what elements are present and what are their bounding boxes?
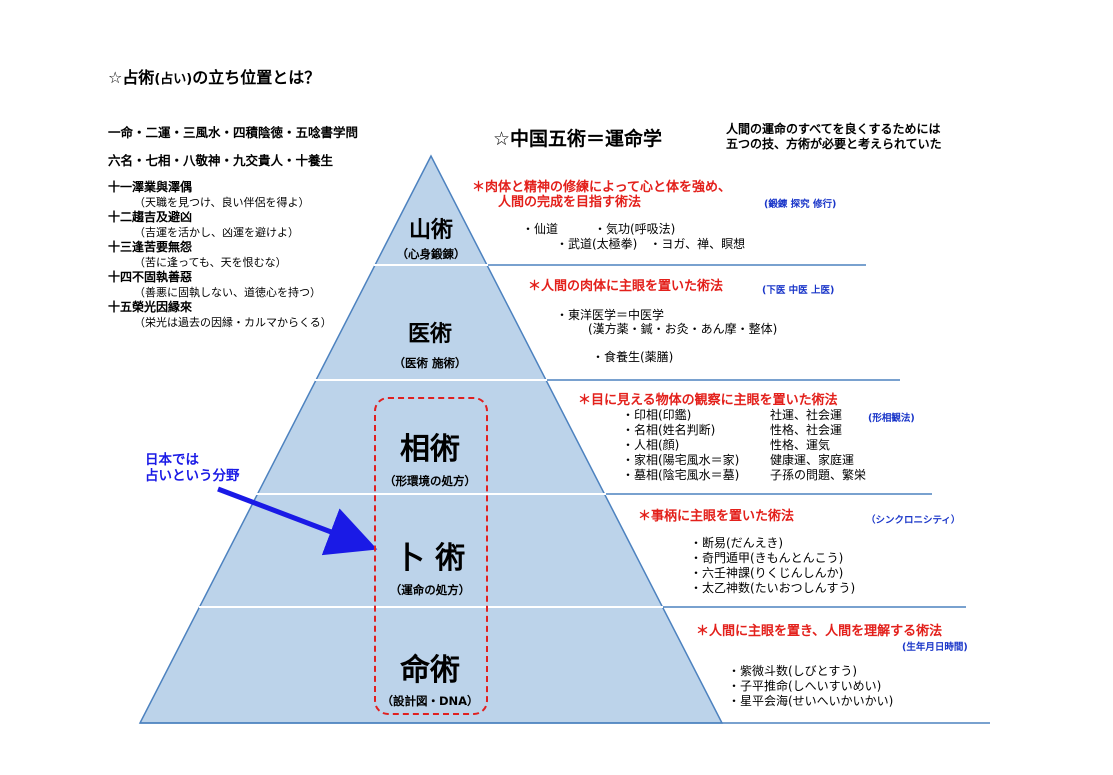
tier-mountain-sub: （心身鍛錬） bbox=[396, 247, 466, 261]
tier-destiny-items: ・紫微斗数(しびとすう) ・子平推命(しへいすいめい) ・星平会海(せいへいかい… bbox=[728, 664, 894, 708]
tier-medicine-item-2: (漢方薬・鍼・お灸・あん摩・整体) bbox=[588, 322, 778, 336]
tier-physiognomy-items: ・印相(印鑑) ・名相(姓名判断) ・人相(顔) ・家相(陽宅風水＝家) ・墓相… bbox=[622, 408, 740, 482]
list-item-sub: （苦に逢っても、天を恨むな） bbox=[134, 256, 287, 269]
annotation-arrow bbox=[217, 486, 378, 556]
tier-mountain-items: ・仙道 ・気功(呼吸法) ・武道(太極拳) ・ヨガ、禅、瞑想 bbox=[522, 222, 746, 251]
list-item: 十四不固執善惡 bbox=[108, 270, 193, 284]
tier-physiognomy-desc: ＊目に見える物体の観察に主眼を置いた術法 bbox=[578, 393, 838, 408]
five-arts-note: 人間の運命のすべてを良くするためには 五つの技、方術が必要と考えられていた bbox=[726, 122, 942, 151]
list-item-sub: （天職を見つけ、良い伴侶を得よ） bbox=[134, 196, 310, 209]
list-item-sub: （善悪に固執しない、道徳心を持つ） bbox=[134, 286, 321, 299]
tier-medicine-name: 医術 bbox=[407, 322, 452, 347]
tier-physiognomy-sub: （形環境の処方） bbox=[384, 474, 476, 488]
tier-destiny-sub: （設計図・DNA） bbox=[381, 694, 479, 708]
tier-divination-name: 卜 術 bbox=[394, 541, 466, 576]
five-virtues-line-2: 六名・七相・八敬神・九交貴人・十養生 bbox=[108, 153, 334, 168]
tier-divination-sub: （運命の処方） bbox=[389, 583, 471, 597]
tier-medicine-sub: （医術 施術） bbox=[393, 356, 467, 370]
tier-medicine-item-3: ・食養生(薬膳) bbox=[592, 350, 674, 364]
page-title: ☆占術(占い)の立ち位置とは？ bbox=[108, 68, 321, 87]
tier-divination-items: ・断易(だんえき) ・奇門遁甲(きもんとんこう) ・六壬神課(りくじんしんか) … bbox=[690, 536, 856, 595]
tier-divination-tag: （シンクロニシティ） bbox=[866, 515, 961, 526]
annotation-label: 日本では 占いという分野 bbox=[145, 452, 240, 484]
list-item: 十一澤業與澤偶 bbox=[108, 180, 193, 194]
tier-destiny-name: 命術 bbox=[400, 653, 460, 688]
tier-mountain-desc: ＊肉体と精神の修練によって心と体を強め、 人間の完成を目指す術法 bbox=[472, 180, 731, 210]
list-item: 十五榮光因縁來 bbox=[108, 300, 193, 314]
five-virtues-line-1: 一命・二運・三風水・四積陰徳・五唸書学問 bbox=[108, 125, 359, 140]
tier-physiognomy-effects: 社運、社会運 性格、社会運 性格、運気 健康運、家庭運 子孫の問題、繁栄 bbox=[770, 408, 867, 482]
tier-medicine-desc: ＊人間の肉体に主眼を置いた術法 bbox=[528, 279, 724, 294]
tier-medicine-item-1: ・東洋医学＝中医学 bbox=[556, 308, 665, 322]
tier-physiognomy-tag: (形相観法) bbox=[868, 413, 915, 424]
list-item-sub: （栄光は過去の因縁・カルマからくる） bbox=[134, 316, 332, 329]
tier-mountain-tag: (鍛錬 探究 修行) bbox=[764, 199, 837, 210]
tier-medicine-tag: (下医 中医 上医) bbox=[762, 285, 835, 296]
japan-divination-highlight-box bbox=[374, 397, 488, 715]
five-arts-heading: ☆中国五術＝運命学 bbox=[493, 128, 663, 150]
list-item: 十二趨吉及避凶 bbox=[108, 210, 193, 224]
tier-physiognomy-name: 相術 bbox=[400, 432, 460, 467]
tier-destiny-desc: ＊人間に主眼を置き、人間を理解する術法 bbox=[696, 624, 943, 639]
tier-divination-desc: ＊事柄に主眼を置いた術法 bbox=[638, 509, 795, 524]
tier-mountain-name: 山術 bbox=[408, 218, 453, 243]
list-item-sub: （吉運を活かし、凶運を避けよ） bbox=[134, 226, 299, 239]
list-item: 十三逢苦要無怨 bbox=[108, 240, 193, 254]
tier-destiny-tag: (生年月日時間) bbox=[902, 642, 968, 653]
fifteen-list: 十一澤業與澤偶 （天職を見つけ、良い伴侶を得よ） 十二趨吉及避凶 （吉運を活かし… bbox=[108, 180, 332, 330]
